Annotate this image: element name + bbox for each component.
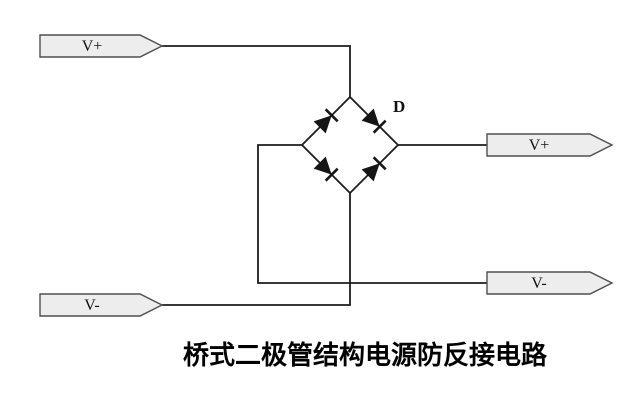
bridge-diamond xyxy=(300,95,400,195)
terminal-tags-group xyxy=(39,34,614,317)
input-positive-tag xyxy=(39,34,164,58)
input-negative-label: V- xyxy=(84,297,99,314)
wire-input-positive xyxy=(162,45,351,97)
diagram-caption: 桥式二极管结构电源防反接电路 xyxy=(183,340,548,370)
bridge-component-label: D xyxy=(393,97,405,116)
wires-group xyxy=(162,45,487,306)
output-positive-tag xyxy=(486,133,614,157)
wire-output-negative xyxy=(257,144,487,284)
input-negative-tag xyxy=(39,293,164,317)
output-negative-tag xyxy=(486,271,614,295)
output-positive-label: V+ xyxy=(529,137,550,154)
input-positive-label: V+ xyxy=(82,38,103,55)
wire-input-negative xyxy=(162,193,351,306)
output-negative-label: V- xyxy=(531,275,546,292)
